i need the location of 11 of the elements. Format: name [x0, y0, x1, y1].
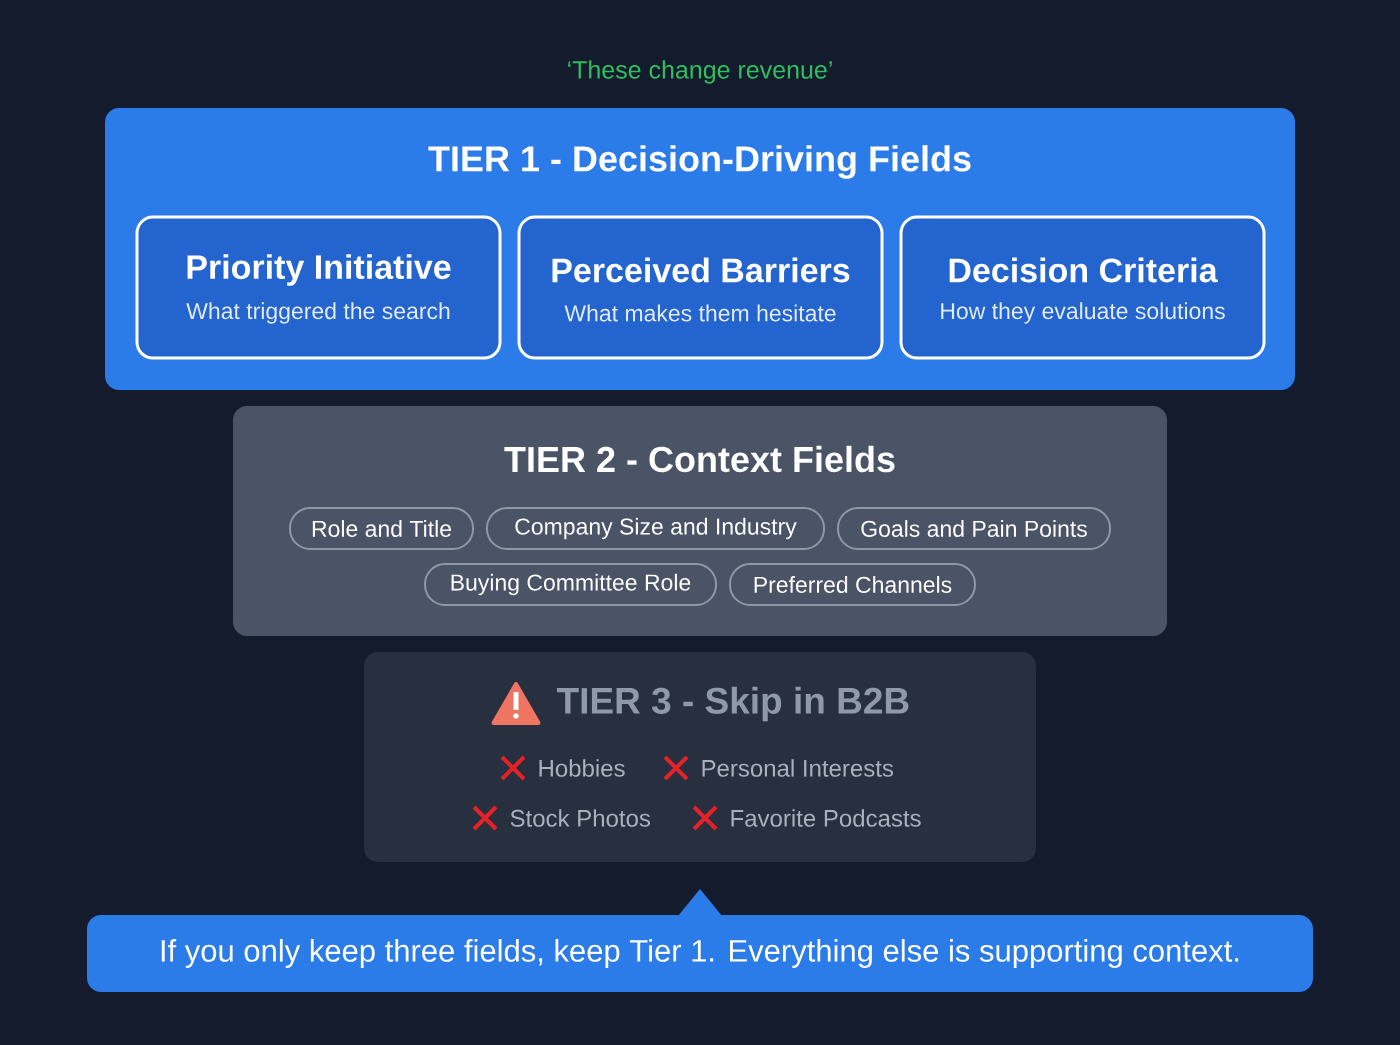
- note-text: ‘These change revenue’: [568, 60, 832, 84]
- field-tag: Goals and Pain Points: [837, 507, 1111, 550]
- field-tag: Company Size and Industry: [486, 507, 825, 550]
- field-card: Priority Initiative What triggered the search: [135, 215, 502, 360]
- field-tag: Role and Title: [289, 507, 474, 550]
- callout-bubble: If you only keep three fields, keep Tier 1. Everything else is supporting context.: [87, 889, 1313, 992]
- field-tag: Preferred Channels: [729, 563, 976, 606]
- field-card: Decision Criteria How they evaluate solutions: [899, 215, 1266, 360]
- field-card: Perceived Barriers What makes them hesitate: [517, 215, 884, 360]
- tier-panel: TIER 3 - Skip in B2B Hobbies Personal Interests Stock Photos Favorite Podcasts: [364, 652, 1036, 862]
- field-tag: Buying Committee Role: [424, 563, 717, 606]
